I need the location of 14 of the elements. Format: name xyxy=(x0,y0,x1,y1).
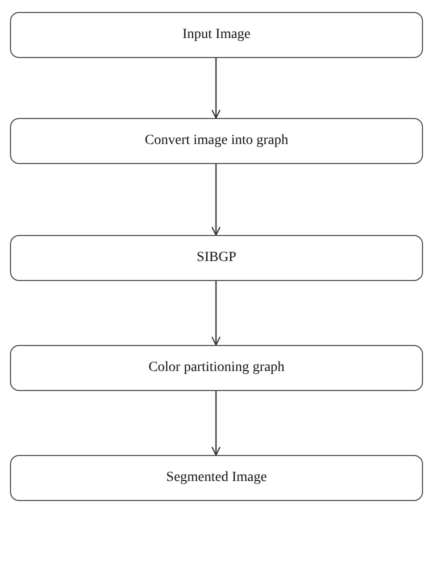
process-box xyxy=(10,235,423,281)
box-label: Input Image xyxy=(182,27,251,43)
arrow xyxy=(211,391,221,456)
box-label: Color partitioning graph xyxy=(148,360,285,376)
box-label: SIBGP xyxy=(196,250,236,266)
process-box xyxy=(10,118,423,164)
box-label: Segmented Image xyxy=(166,470,267,486)
box-label: Convert image into graph xyxy=(144,133,288,149)
process-box xyxy=(10,345,423,391)
process-box xyxy=(10,12,423,58)
arrow xyxy=(211,58,221,119)
process-box xyxy=(10,455,423,501)
arrow xyxy=(211,281,221,346)
arrow xyxy=(211,164,221,236)
